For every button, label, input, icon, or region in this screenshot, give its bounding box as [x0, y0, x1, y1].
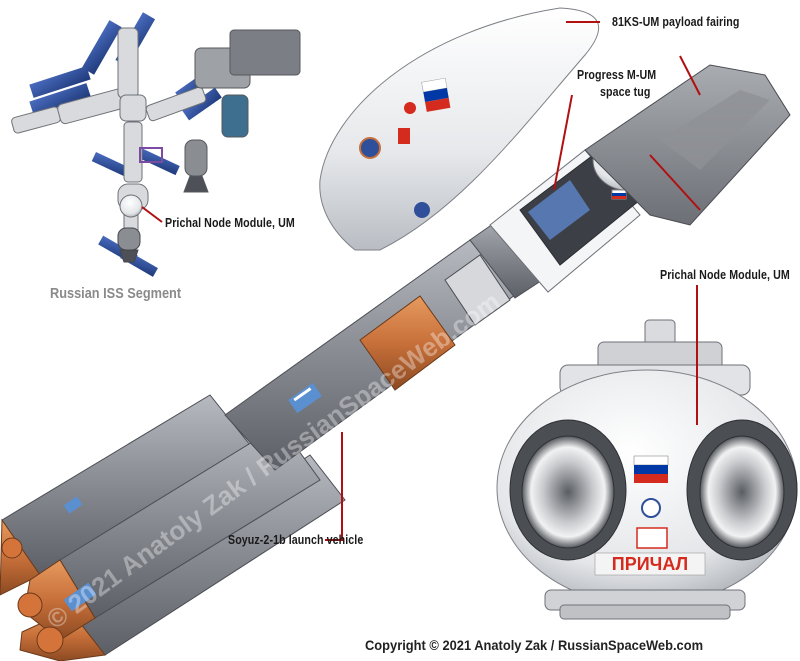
iss-segment-drawing [11, 12, 301, 277]
roscosmos-logo-icon [404, 102, 416, 114]
progress-label-line2: space tug [600, 84, 651, 99]
energia-logo-icon [636, 527, 668, 549]
leader-line [141, 206, 163, 223]
rocket-label: Soyuz-2-1b launch vehicle [228, 532, 364, 547]
emblem-icon [398, 128, 410, 144]
prichal-iss-label: Prichal Node Module, UM [165, 215, 295, 230]
fairing-half-white [319, 7, 600, 251]
copyright: Copyright © 2021 Anatoly Zak / RussianSp… [365, 637, 704, 653]
russian-flag-icon [421, 77, 451, 112]
docking-port-right-icon [699, 435, 785, 549]
russian-flag-module-icon [633, 455, 669, 483]
iss-segment-caption: Russian ISS Segment [50, 285, 182, 302]
docking-port-left-icon [521, 435, 615, 549]
prichal-sign: ПРИЧАЛ [612, 554, 688, 574]
prichal-module-drawing: ПРИЧАЛ [496, 319, 798, 620]
mission-patch-icon [359, 137, 381, 159]
prichal-main-label: Prichal Node Module, UM [660, 267, 790, 282]
roscosmos-emblem-icon [641, 498, 661, 518]
progress-label-line1: Progress M-UM [577, 67, 657, 82]
leader-lines [325, 21, 701, 541]
prichal-iss-marker [119, 194, 143, 218]
rocket-decal-icon [63, 382, 322, 612]
booster-left [0, 394, 346, 661]
fairing-label: 81KS-UM payload fairing [612, 14, 740, 29]
agency-logo-icon [414, 202, 430, 218]
fairing-half-gray [584, 64, 791, 226]
